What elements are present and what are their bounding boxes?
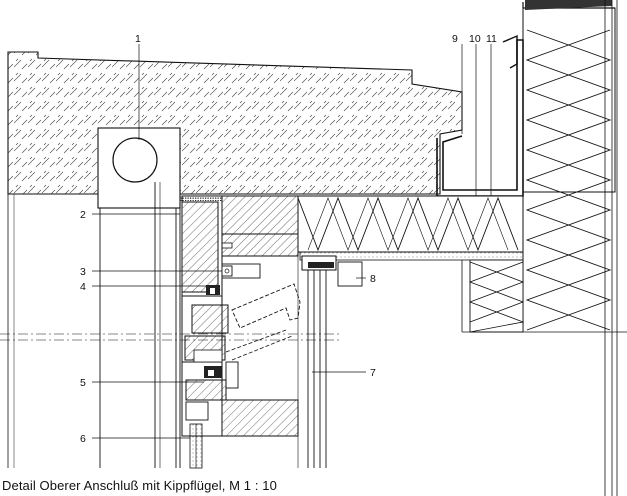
callout-4: 4 bbox=[80, 281, 86, 293]
parapet-column bbox=[522, 7, 616, 193]
callout-1: 1 bbox=[135, 33, 141, 45]
parapet-insulation bbox=[525, 29, 612, 331]
callout-2: 2 bbox=[80, 209, 86, 221]
callout-5: 5 bbox=[80, 377, 86, 389]
concrete-slab bbox=[7, 51, 463, 195]
callout-10: 10 bbox=[469, 33, 481, 45]
callout-9: 9 bbox=[452, 33, 458, 45]
callout-6: 6 bbox=[80, 433, 86, 445]
callout-3: 3 bbox=[80, 266, 86, 278]
drawing-caption: Detail Oberer Anschluß mit Kippflügel, M… bbox=[2, 478, 277, 493]
callout-7: 7 bbox=[370, 367, 376, 379]
callout-8: 8 bbox=[370, 273, 376, 285]
frame-sill bbox=[221, 399, 299, 437]
callout-11: 11 bbox=[486, 33, 497, 45]
frame-stile bbox=[181, 201, 219, 293]
tilted-sash bbox=[231, 283, 301, 329]
frame-head bbox=[221, 195, 299, 235]
shutter-roller bbox=[112, 137, 158, 183]
